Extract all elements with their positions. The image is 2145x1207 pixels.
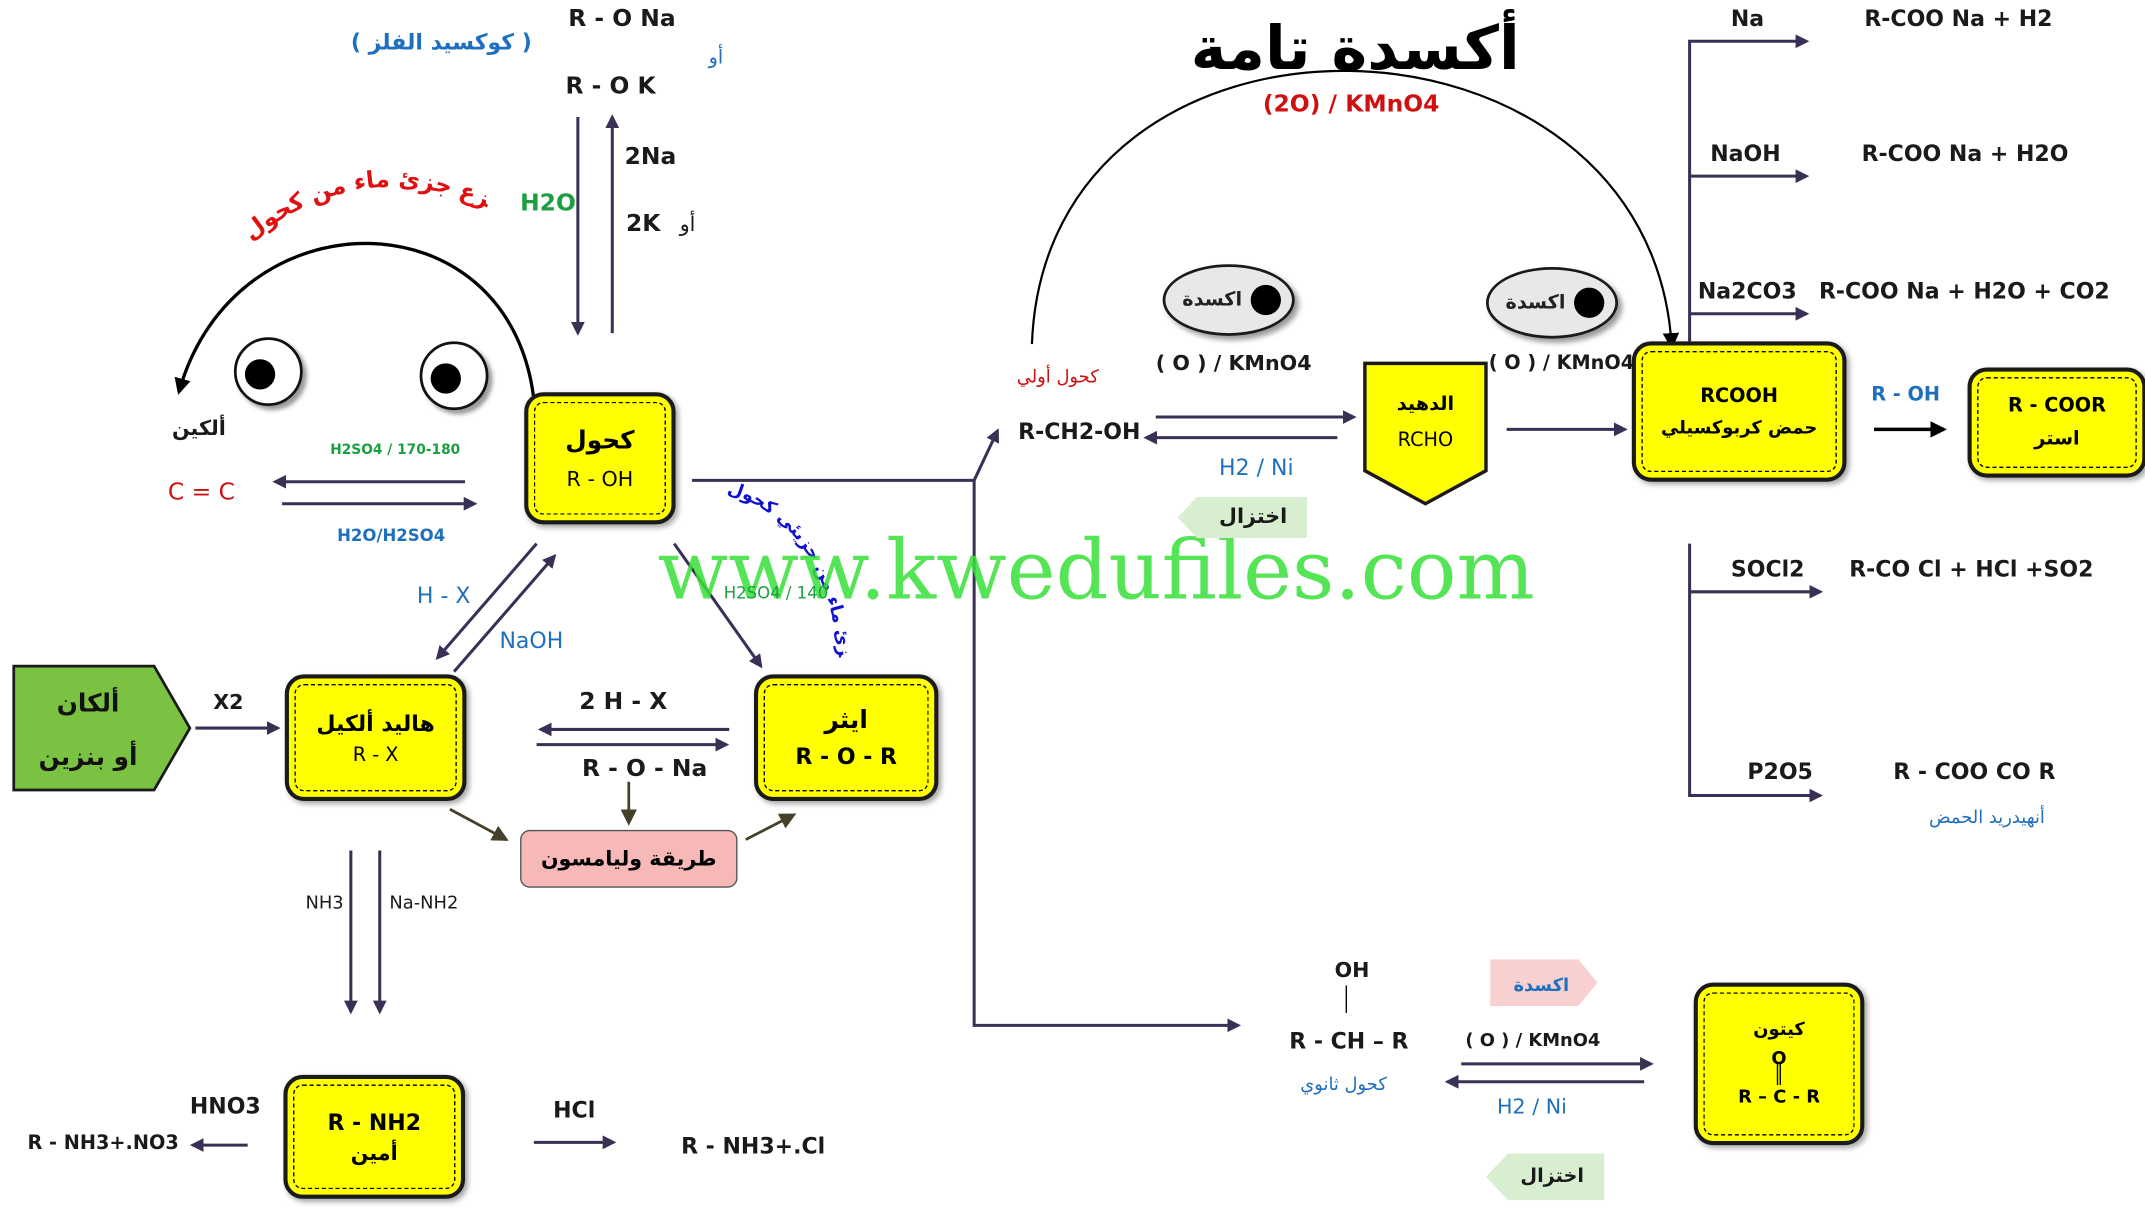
or-label: أو — [708, 46, 724, 69]
ester-name: استر — [2034, 428, 2080, 451]
alcohol-formula: R - OH — [566, 465, 634, 491]
acid-reagent-socl2: SOCl2 — [1730, 556, 1805, 583]
primary-alcohol-formula: R-CH2-OH — [1018, 418, 1141, 445]
alkene-formula: C = C — [167, 478, 235, 507]
primary-oxidation-reagent: ( O ) / KMnO4 — [1155, 350, 1312, 376]
right-eye-icon — [419, 341, 489, 411]
aldehyde-oxidation-label: اكسدة — [1505, 291, 1566, 314]
hydroxyl-bond — [1345, 985, 1348, 1013]
amine-formula: R - NH2 — [327, 1108, 422, 1135]
ester-formula: R - COOR — [2007, 394, 2106, 418]
ether-condition: H2SO4 / 140 — [723, 583, 829, 603]
ether-box: ايثر R - O - R — [753, 674, 939, 802]
aldehyde-oxidation-dot-icon — [1574, 287, 1605, 318]
acid-formula: RCOOH — [1700, 384, 1779, 407]
potassium-alkoxide: R - O K — [565, 72, 656, 101]
hx-reagent: H - X — [416, 582, 471, 609]
secondary-alcohol-label: كحول ثانوي — [1300, 1074, 1387, 1096]
potassium-reagent: 2K — [626, 210, 661, 239]
amine-box: R - NH2 أمين — [283, 1074, 466, 1199]
halogen-reagent: X2 — [213, 689, 244, 715]
alkene-forward-condition: H2SO4 / 170-180 — [330, 443, 461, 459]
alkene-reverse-condition: H2O/H2SO4 — [337, 525, 446, 546]
aldehyde-name: الدهيد — [1396, 393, 1455, 416]
ketone-oxygen: O — [1771, 1049, 1787, 1070]
williamson-method-label: طريقة وليامسون — [520, 829, 738, 888]
sodium-alkoxide-reagent: R - O - Na — [582, 755, 708, 784]
acid-product-naoh: R-COO Na + H2O — [1861, 140, 2069, 167]
hydroxyl-group: OH — [1334, 957, 1370, 983]
acid-product-sodium: R-COO Na + H2 — [1864, 5, 2053, 32]
ammonium-nitrate-product: R - NH3+.NO3 — [27, 1132, 179, 1155]
ester-box: R - COOR استر — [1967, 367, 2145, 478]
sodium-reagent: 2Na — [624, 143, 677, 171]
heading-title: أكسدة تامة — [1191, 9, 1520, 84]
alkyl-halide-box: هاليد ألكيل R - X — [284, 674, 467, 802]
acid-product-anhydride: R - COO CO R — [1893, 758, 2056, 785]
oxidation-dot-icon — [1250, 284, 1281, 316]
oxidation-label: اكسدة — [1182, 289, 1243, 312]
secondary-oxidation-reagent: ( O ) / KMnO4 — [1465, 1030, 1601, 1052]
ketone-oxidation-label: اكسدة — [1513, 975, 1570, 997]
alcohol-box: كحول R - OH — [524, 392, 676, 525]
aldehyde-oxidation-bubble: اكسدة — [1485, 267, 1619, 339]
secondary-alcohol-formula: R - CH – R — [1289, 1028, 1409, 1055]
acid-product-socl2: R-CO Cl + HCl +SO2 — [1849, 556, 2094, 583]
naoh-reagent: NaOH — [499, 627, 564, 654]
alkyl-halide-name: هاليد ألكيل — [316, 709, 435, 736]
acid-product-carbonate: R-COO Na + H2O + CO2 — [1818, 278, 2110, 305]
ether-formula: R - O - R — [795, 743, 897, 770]
ketone-oxidation-arrow-shape — [1490, 959, 1598, 1007]
complete-oxidation-reagent: (2O) / KMnO4 — [1262, 90, 1440, 119]
metal-alkoxide-note: ( كوكسيد الفلز ) — [350, 28, 532, 56]
aldehyde-oxidation-reagent: ( O ) / KMnO4 — [1488, 352, 1635, 375]
ketone-box: كيتون O ║ R – C - R — [1693, 982, 1865, 1146]
ketone-formula: R – C - R — [1738, 1086, 1821, 1108]
acid-reagent-sodium: Na — [1730, 5, 1765, 32]
ketone-reduction-label: اختزال — [1520, 1165, 1585, 1188]
primary-reduction-reagent: H2 / Ni — [1219, 454, 1294, 481]
alkene-name: ألكين — [171, 415, 226, 441]
ammonia-reagent: NH3 — [305, 893, 344, 914]
sodium-amide-reagent: Na-NH2 — [389, 893, 459, 914]
alkane-shape — [12, 664, 192, 792]
left-eye-icon — [233, 337, 303, 407]
ammonium-chloride-product: R - NH3+.Cl — [681, 1132, 826, 1159]
ether-name: ايثر — [824, 706, 868, 735]
reduction-arrow-shape — [1177, 496, 1308, 539]
acid-name: حمض كربوكسيلي — [1660, 417, 1818, 439]
carboxylic-acid-box: RCOOH حمض كربوكسيلي — [1631, 341, 1847, 482]
benzene-name: أو بنزين — [38, 743, 138, 773]
alkyl-halide-formula: R - X — [352, 743, 399, 766]
alkane-name: ألكان — [56, 689, 120, 719]
water-reagent: H2O — [520, 189, 576, 218]
acid-reagent-p2o5: P2O5 — [1747, 758, 1813, 785]
secondary-reduction-reagent: H2 / Ni — [1496, 1094, 1567, 1119]
or-label: أو — [679, 211, 696, 237]
amine-name: أمين — [350, 1140, 398, 1166]
anhydride-name: أنهيدريد الحمض — [1929, 807, 2045, 829]
sodium-alkoxide: R - O Na — [568, 5, 676, 34]
watermark: www.kwedufiles.com — [657, 522, 1535, 620]
primary-alcohol-label: كحول أولي — [1016, 367, 1099, 389]
nitric-acid-reagent: HNO3 — [189, 1092, 261, 1119]
acid-reagent-carbonate: Na2CO3 — [1697, 278, 1797, 305]
ketone-reduction-arrow-shape — [1485, 1153, 1605, 1201]
two-hx-reagent: 2 H - X — [579, 688, 668, 716]
ester-reagent: R - OH — [1871, 383, 1940, 407]
aldehyde-shape — [1363, 361, 1488, 506]
ketone-name: كيتون — [1753, 1020, 1805, 1041]
aldehyde-formula: RCHO — [1397, 429, 1454, 452]
acid-reagent-naoh: NaOH — [1710, 140, 1781, 167]
ketone-double-bond: ║ — [1773, 1065, 1785, 1087]
hcl-reagent: HCl — [553, 1096, 596, 1124]
reduction-label: اختزال — [1219, 503, 1288, 529]
oxidation-bubble: اكسدة — [1162, 264, 1295, 336]
alcohol-name: كحول — [565, 425, 635, 455]
